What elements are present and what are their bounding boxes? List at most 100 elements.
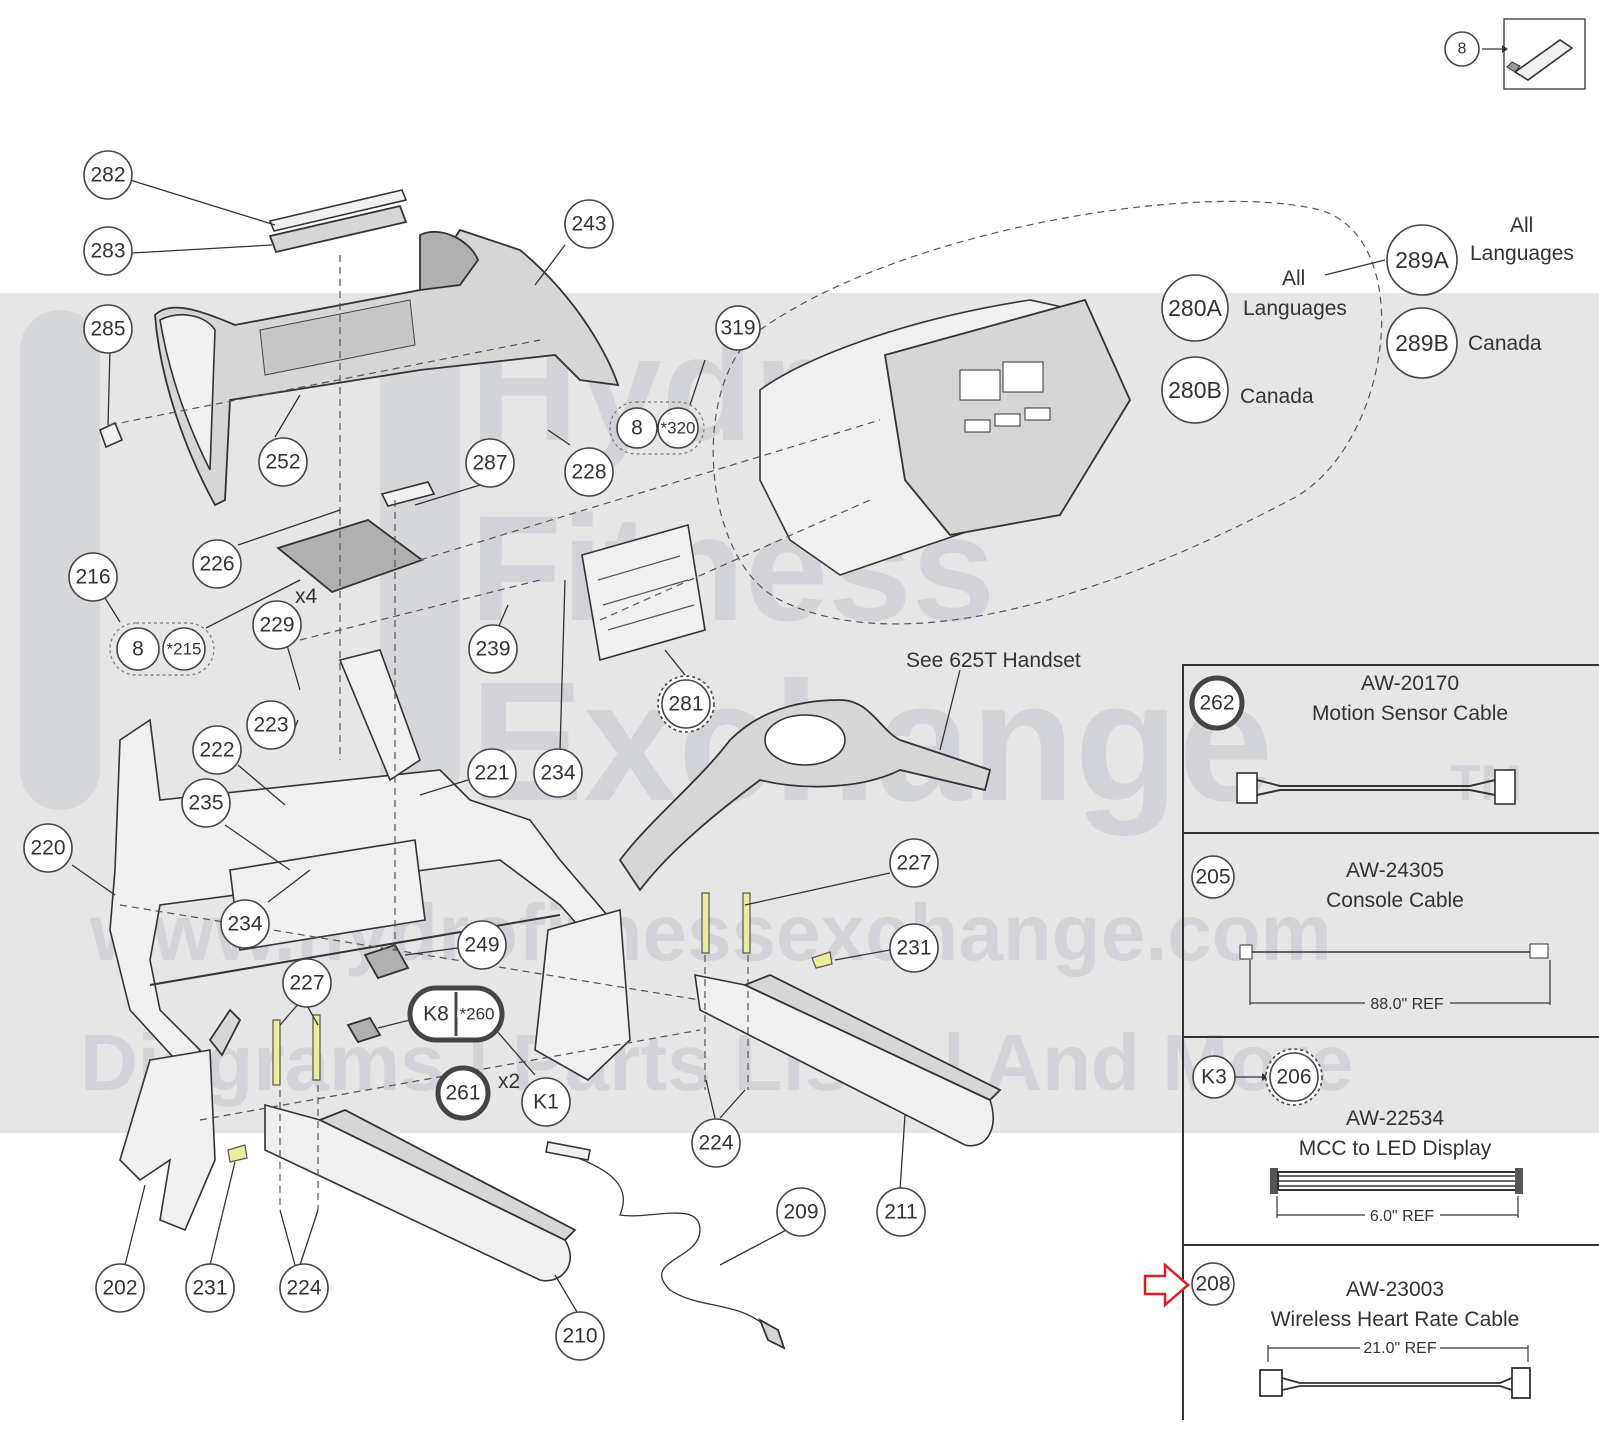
handset — [618, 699, 992, 892]
svg-text:223: 223 — [253, 714, 288, 737]
svg-text:K8: K8 — [423, 1003, 449, 1026]
svg-text:235: 235 — [188, 792, 223, 815]
svg-text:249: 249 — [464, 934, 499, 957]
svg-text:239: 239 — [475, 638, 510, 661]
usb-stick-item: 8 — [1444, 18, 1586, 90]
label-see-handset: See 625T Handset — [906, 649, 1081, 672]
svg-text:210: 210 — [562, 1325, 597, 1348]
svg-text:205: 205 — [1195, 866, 1230, 889]
svg-text:281: 281 — [668, 693, 703, 716]
svg-text:AW-24305: AW-24305 — [1346, 859, 1444, 882]
side-bracket — [534, 908, 631, 1081]
callout-pair-k8-260: K8 *260 — [407, 985, 505, 1043]
callout-220: 220 — [23, 823, 73, 873]
leader-lines — [71, 179, 1386, 1318]
callout-224-left: 224 — [279, 1263, 329, 1313]
svg-text:211: 211 — [884, 1201, 917, 1224]
svg-text:228: 228 — [571, 461, 606, 484]
svg-text:224: 224 — [286, 1277, 321, 1300]
callout-221: 221 — [467, 748, 517, 798]
svg-text:206: 206 — [1276, 1066, 1311, 1089]
overlay-282 — [268, 189, 408, 232]
callout-pair-8-320: 8 *320 — [609, 401, 705, 455]
svg-text:224: 224 — [698, 1132, 733, 1155]
svg-text:K3: K3 — [1201, 1066, 1227, 1089]
svg-text:202: 202 — [102, 1277, 137, 1300]
svg-text:209: 209 — [783, 1201, 818, 1224]
svg-text:280B: 280B — [1168, 377, 1222, 403]
red-arrow-icon — [1143, 1262, 1190, 1308]
callout-285: 285 — [83, 304, 133, 354]
callout-231-left: 231 — [185, 1263, 235, 1313]
svg-text:220: 220 — [30, 837, 65, 860]
console-board — [581, 523, 706, 662]
svg-text:*260: *260 — [460, 1005, 495, 1024]
svg-text:K1: K1 — [533, 1091, 559, 1114]
svg-text:221: 221 — [474, 762, 509, 785]
svg-text:287: 287 — [472, 452, 507, 475]
svg-text:21.0" REF: 21.0" REF — [1363, 1340, 1436, 1357]
callout-261: 261 — [435, 1065, 491, 1121]
panel-motion-sensor-cable: 262 AW-20170 Motion Sensor Cable — [1189, 672, 1516, 805]
callout-280b: 280B — [1161, 356, 1229, 424]
callout-224-right: 224 — [691, 1118, 741, 1168]
panel-wireless-heart-rate-cable: 208 AW-23003 Wireless Heart Rate Cable 2… — [1143, 1262, 1531, 1399]
callout-210: 210 — [555, 1311, 605, 1361]
callout-289a: 289A — [1386, 224, 1458, 296]
svg-text:261: 261 — [445, 1082, 480, 1105]
svg-text:226: 226 — [199, 553, 234, 576]
svg-text:*320: *320 — [661, 419, 696, 438]
callout-pair-8-215: 8 *215 — [109, 622, 215, 676]
svg-text:289A: 289A — [1395, 247, 1449, 273]
callout-k1: K1 — [521, 1077, 571, 1127]
callout-243: 243 — [564, 199, 614, 249]
svg-text:8: 8 — [132, 638, 144, 661]
callout-202: 202 — [95, 1263, 145, 1313]
svg-text:222: 222 — [199, 739, 234, 762]
callout-229: 229 — [252, 600, 302, 650]
svg-text:88.0" REF: 88.0" REF — [1370, 996, 1443, 1013]
callout-usb: 8 — [1444, 31, 1480, 67]
label-all-languages-289: All — [1510, 214, 1533, 237]
callout-227-left: 227 — [282, 958, 332, 1008]
assembly-lines — [109, 255, 881, 1210]
left-upright — [264, 1103, 577, 1282]
svg-text:8: 8 — [1458, 41, 1467, 58]
callout-252: 252 — [258, 437, 308, 487]
callout-289b: 289B — [1386, 307, 1458, 379]
console-shroud — [154, 228, 620, 507]
svg-text:243: 243 — [571, 213, 606, 236]
svg-text:216: 216 — [75, 566, 110, 589]
cable-panels — [1182, 664, 1599, 1420]
svg-text:MCC to LED Display: MCC to LED Display — [1299, 1137, 1492, 1160]
svg-text:234: 234 — [540, 762, 575, 785]
svg-text:Diagrams | Parts Lists | And M: Diagrams | Parts Lists | And More — [80, 1018, 1353, 1108]
console-frame — [109, 649, 622, 1232]
callout-283: 283 — [83, 226, 133, 276]
callout-239: 239 — [468, 624, 518, 674]
callout-280a: 280A — [1161, 274, 1229, 342]
svg-text:319: 319 — [720, 317, 755, 340]
callout-209: 209 — [776, 1187, 826, 1237]
callout-216: 216 — [68, 552, 118, 602]
callout-211: 211 — [876, 1187, 926, 1237]
heart-rate-cable — [554, 1149, 771, 1331]
callout-223: 223 — [246, 700, 296, 750]
label-languages-280: Languages — [1243, 297, 1347, 320]
label-canada-289: Canada — [1468, 332, 1542, 355]
display-console — [712, 200, 1383, 625]
svg-text:234: 234 — [227, 913, 262, 936]
callout-249: 249 — [457, 920, 507, 970]
svg-text:Wireless Heart Rate Cable: Wireless Heart Rate Cable — [1271, 1308, 1520, 1331]
svg-text:Motion Sensor Cable: Motion Sensor Cable — [1312, 702, 1508, 725]
svg-text:289B: 289B — [1395, 330, 1449, 356]
svg-text:Console Cable: Console Cable — [1326, 889, 1464, 912]
svg-text:285: 285 — [90, 318, 125, 341]
svg-text:283: 283 — [90, 240, 125, 263]
svg-text:231: 231 — [192, 1277, 227, 1300]
callout-222: 222 — [192, 725, 242, 775]
callout-319: 319 — [715, 305, 761, 351]
callout-282: 282 — [83, 150, 133, 200]
right-upright — [694, 973, 1002, 1147]
